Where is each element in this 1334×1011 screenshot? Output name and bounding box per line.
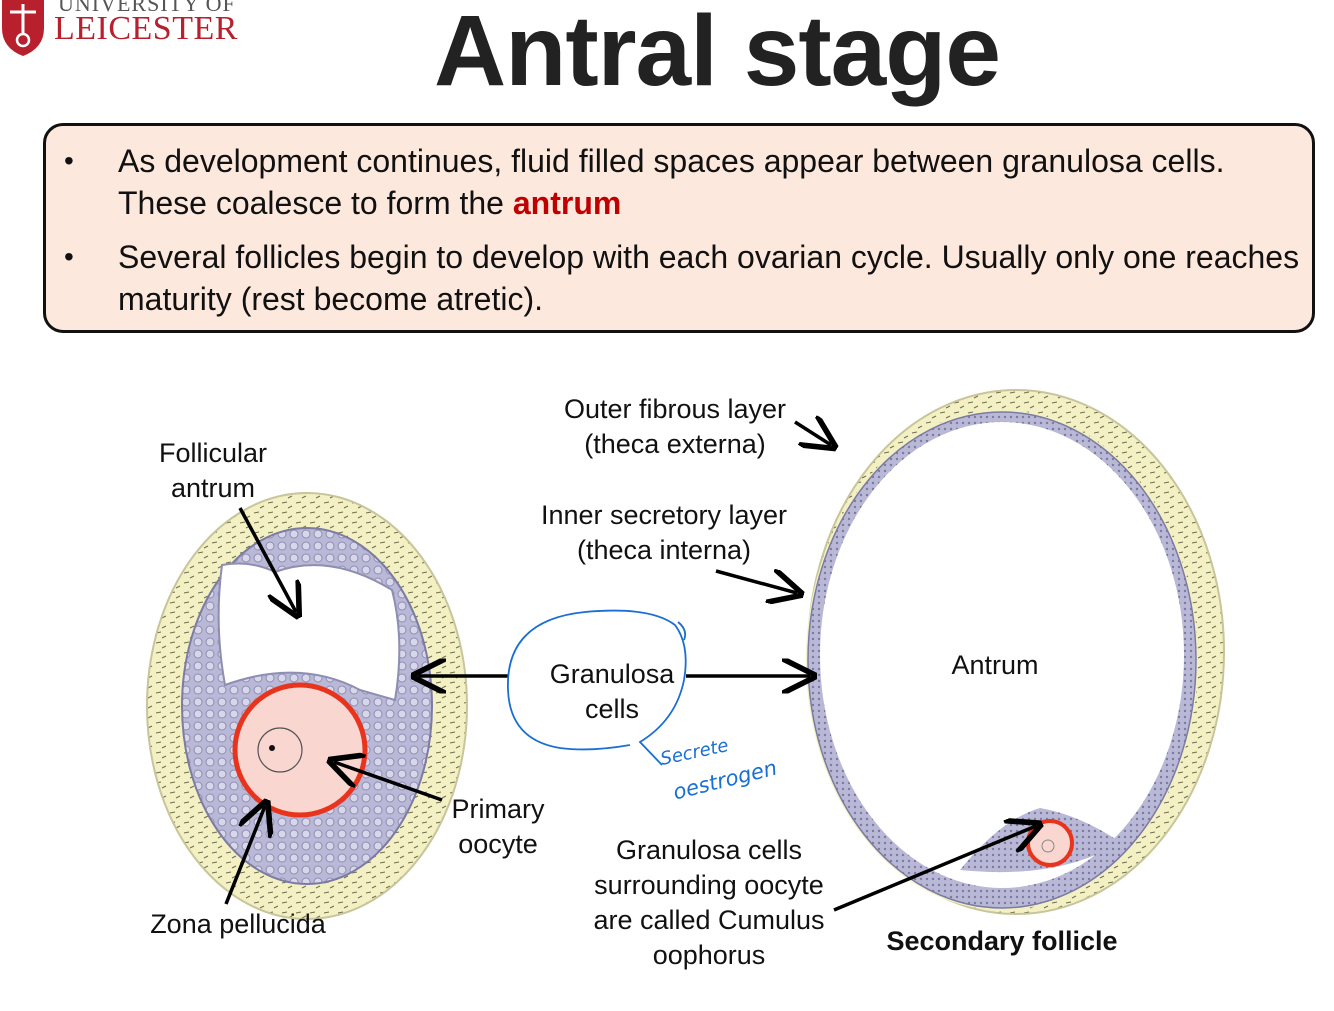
label-secondary-follicle: Secondary follicle <box>886 926 1118 956</box>
bullet-dot: • <box>64 241 74 272</box>
label-zona-pellucida: Zona pellucida <box>150 909 326 939</box>
secondary-follicle <box>806 389 1225 915</box>
crest-icon <box>2 0 44 56</box>
label-outer-fibrous-layer: Outer fibrous layer (theca externa) <box>563 394 787 459</box>
label-antrum: Antrum <box>951 650 1039 680</box>
logo-line-1: UNIVERSITY OF <box>58 0 236 16</box>
page-title: Antral stage <box>434 0 1001 107</box>
label-inner-secretory-layer: Inner secretory layer (theca interna) <box>540 500 788 565</box>
bullet-1-highlight: antrum <box>512 185 622 221</box>
logo-line-2: LEICESTER <box>54 10 238 47</box>
bullet-dot: • <box>64 145 74 176</box>
primary-oocyte-shape <box>232 682 368 818</box>
label-granulosa-cells: Granulosa cells <box>549 659 675 724</box>
label-cumulus-oophorus: Granulosa cells surrounding oocyte are c… <box>593 835 825 970</box>
university-logo: UNIVERSITY OF LEICESTER <box>0 0 260 60</box>
handwritten-annotation <box>507 609 687 766</box>
bullet-text-1: As development continues, fluid filled s… <box>118 140 1308 224</box>
label-primary-oocyte: Primary oocyte <box>451 794 545 859</box>
primary-follicle <box>146 492 468 920</box>
bullet-text-2: Several follicles begin to develop with … <box>118 239 1300 317</box>
bullet-1-text: As development continues, fluid filled s… <box>118 143 1225 221</box>
pointer-arrows <box>224 422 1036 912</box>
bullet-box <box>43 123 1315 333</box>
label-follicular-antrum: Follicular antrum <box>158 438 268 503</box>
